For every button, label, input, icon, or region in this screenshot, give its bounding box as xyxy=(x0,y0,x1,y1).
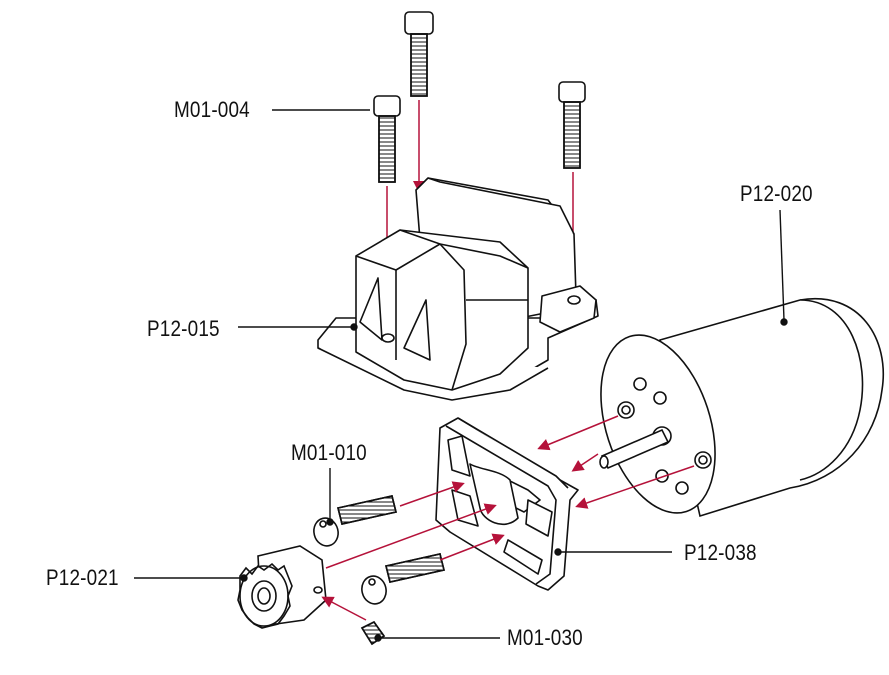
screw-m01-004-c xyxy=(558,81,586,169)
callout-m01-010: M01-010 xyxy=(291,440,367,465)
motor-housing xyxy=(317,177,599,401)
insert-arrow-d xyxy=(537,415,619,451)
insert-arrow-g xyxy=(399,481,465,507)
callout-p12-038: P12-038 xyxy=(684,540,757,565)
insert-arrow-f xyxy=(575,465,695,509)
insert-arrow-i xyxy=(325,503,497,569)
set-screw-m01-030 xyxy=(360,620,386,646)
callout-m01-030: M01-030 xyxy=(507,625,583,650)
insert-arrow-e xyxy=(571,453,599,472)
callout-p12-021: P12-021 xyxy=(46,565,119,590)
screw-m01-010-b xyxy=(361,553,445,605)
insert-arrow-j xyxy=(321,596,367,621)
callout-p12-020: P12-020 xyxy=(740,181,813,206)
screw-m01-004-b xyxy=(373,95,401,183)
callout-m01-004: M01-004 xyxy=(174,97,250,122)
callout-p12-015: P12-015 xyxy=(147,316,220,341)
leader-lines xyxy=(134,109,788,642)
motor xyxy=(599,297,884,518)
pinion-gear xyxy=(237,545,327,629)
screw-m01-004-a xyxy=(404,11,434,97)
insert-arrow-h xyxy=(439,533,505,561)
screw-m01-010-a xyxy=(313,495,397,547)
mounting-plate xyxy=(435,417,579,591)
